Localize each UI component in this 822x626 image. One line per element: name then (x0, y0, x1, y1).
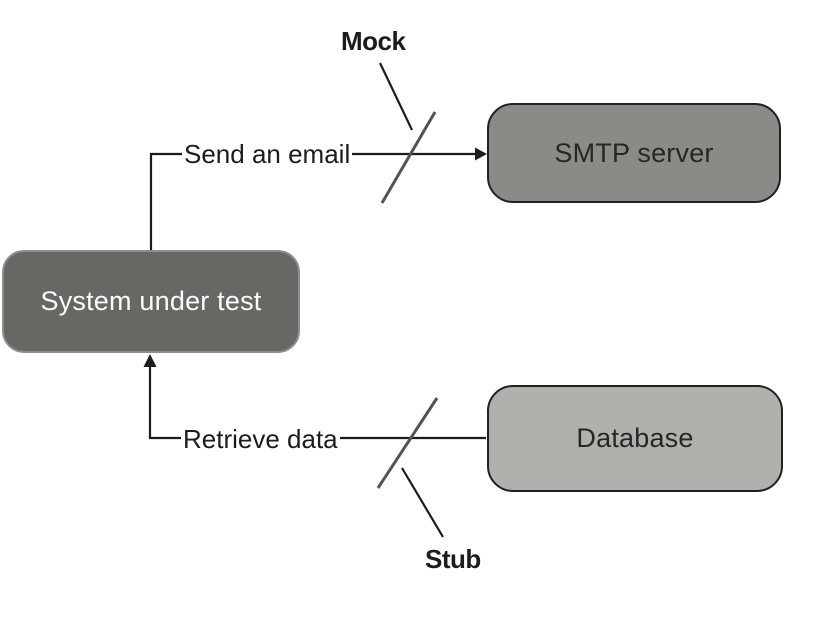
node-system-under-test-label: System under test (40, 286, 262, 316)
node-smtp-server: SMTP server (487, 103, 781, 203)
annotation-mock: Mock (341, 26, 406, 56)
node-system-under-test: System under test (2, 250, 300, 353)
mock-slash-icon (380, 111, 437, 204)
edge-label-retrieve-data: Retrieve data (181, 424, 340, 454)
edge-label-send-an-email: Send an email (182, 139, 353, 169)
node-smtp-server-label: SMTP server (554, 137, 714, 168)
retrieve-data-arrowhead-icon (143, 354, 157, 367)
stub-slash-icon (376, 397, 439, 489)
retrieve-data-connector-line (148, 356, 486, 440)
send-email-arrowhead-icon (475, 147, 487, 161)
mock-pointer-line (379, 62, 413, 131)
node-database: Database (487, 385, 783, 492)
annotation-stub: Stub (425, 544, 481, 574)
node-database-label: Database (576, 423, 694, 453)
stub-pointer-line (401, 467, 444, 538)
send-email-connector-line (149, 152, 477, 250)
